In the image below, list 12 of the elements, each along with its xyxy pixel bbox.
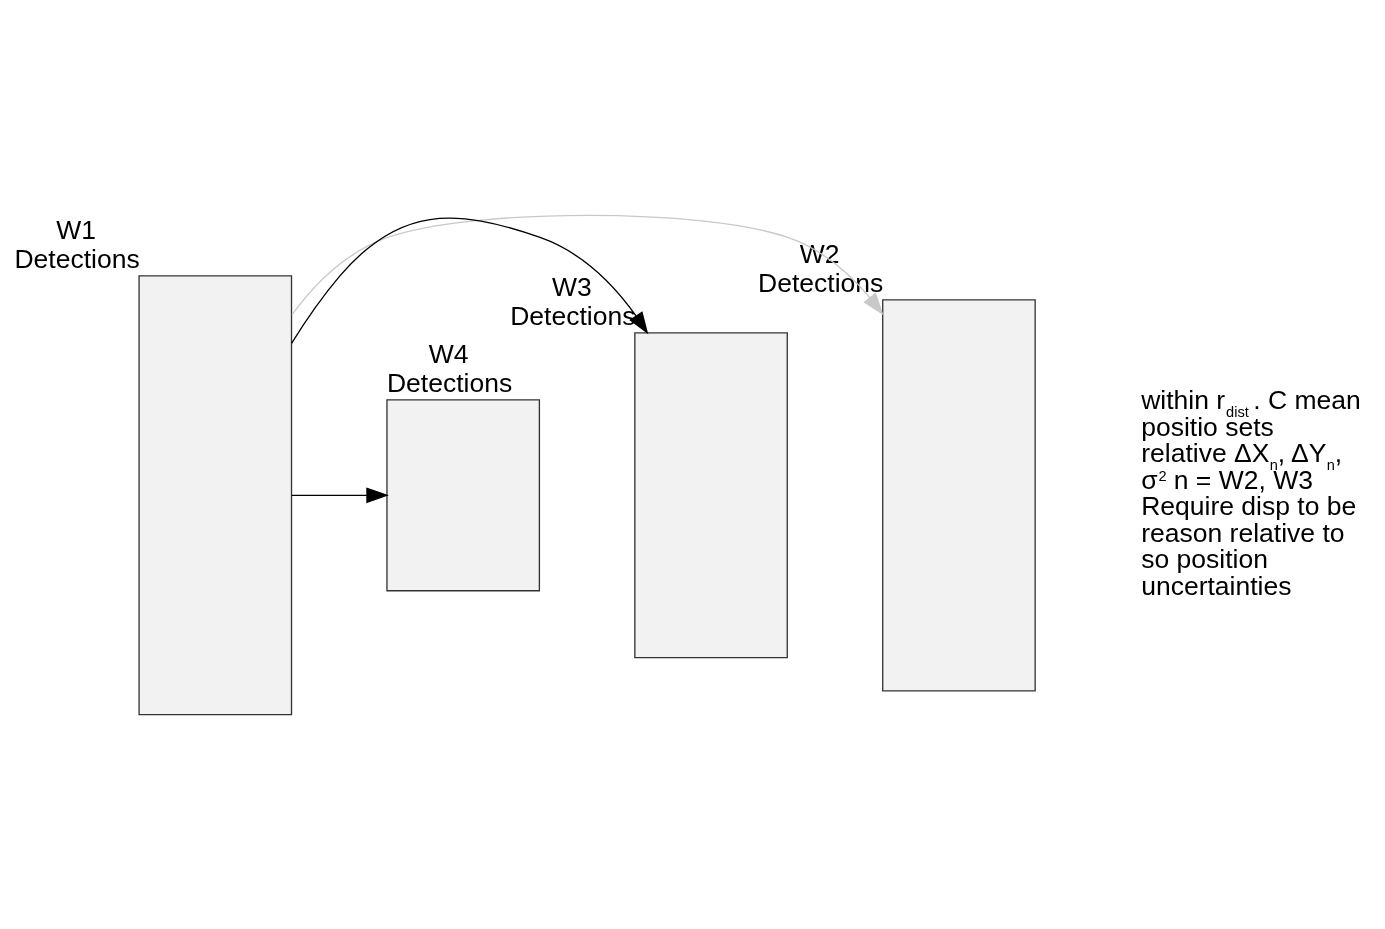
node-bar [882, 298, 1036, 691]
node-bar [634, 331, 788, 658]
node-bar [386, 398, 541, 591]
node-label: W1 Detections [14, 214, 140, 274]
arrow [290, 217, 649, 344]
node-label: W4 Detections [386, 338, 513, 398]
node-bar [138, 274, 293, 715]
label: within r$_{dist}$ . C mean positio sets relative ΔX$_{n}$, ΔY$_{n}$, σ$^{2}$ n = W2, W3 Require disp to be reason relative to so position uncertainties [1141, 384, 1361, 601]
node-label: W2 Detections [758, 238, 884, 298]
arrow [291, 214, 884, 316]
node-label: W3 Detections [510, 271, 636, 331]
arrow [291, 486, 389, 503]
